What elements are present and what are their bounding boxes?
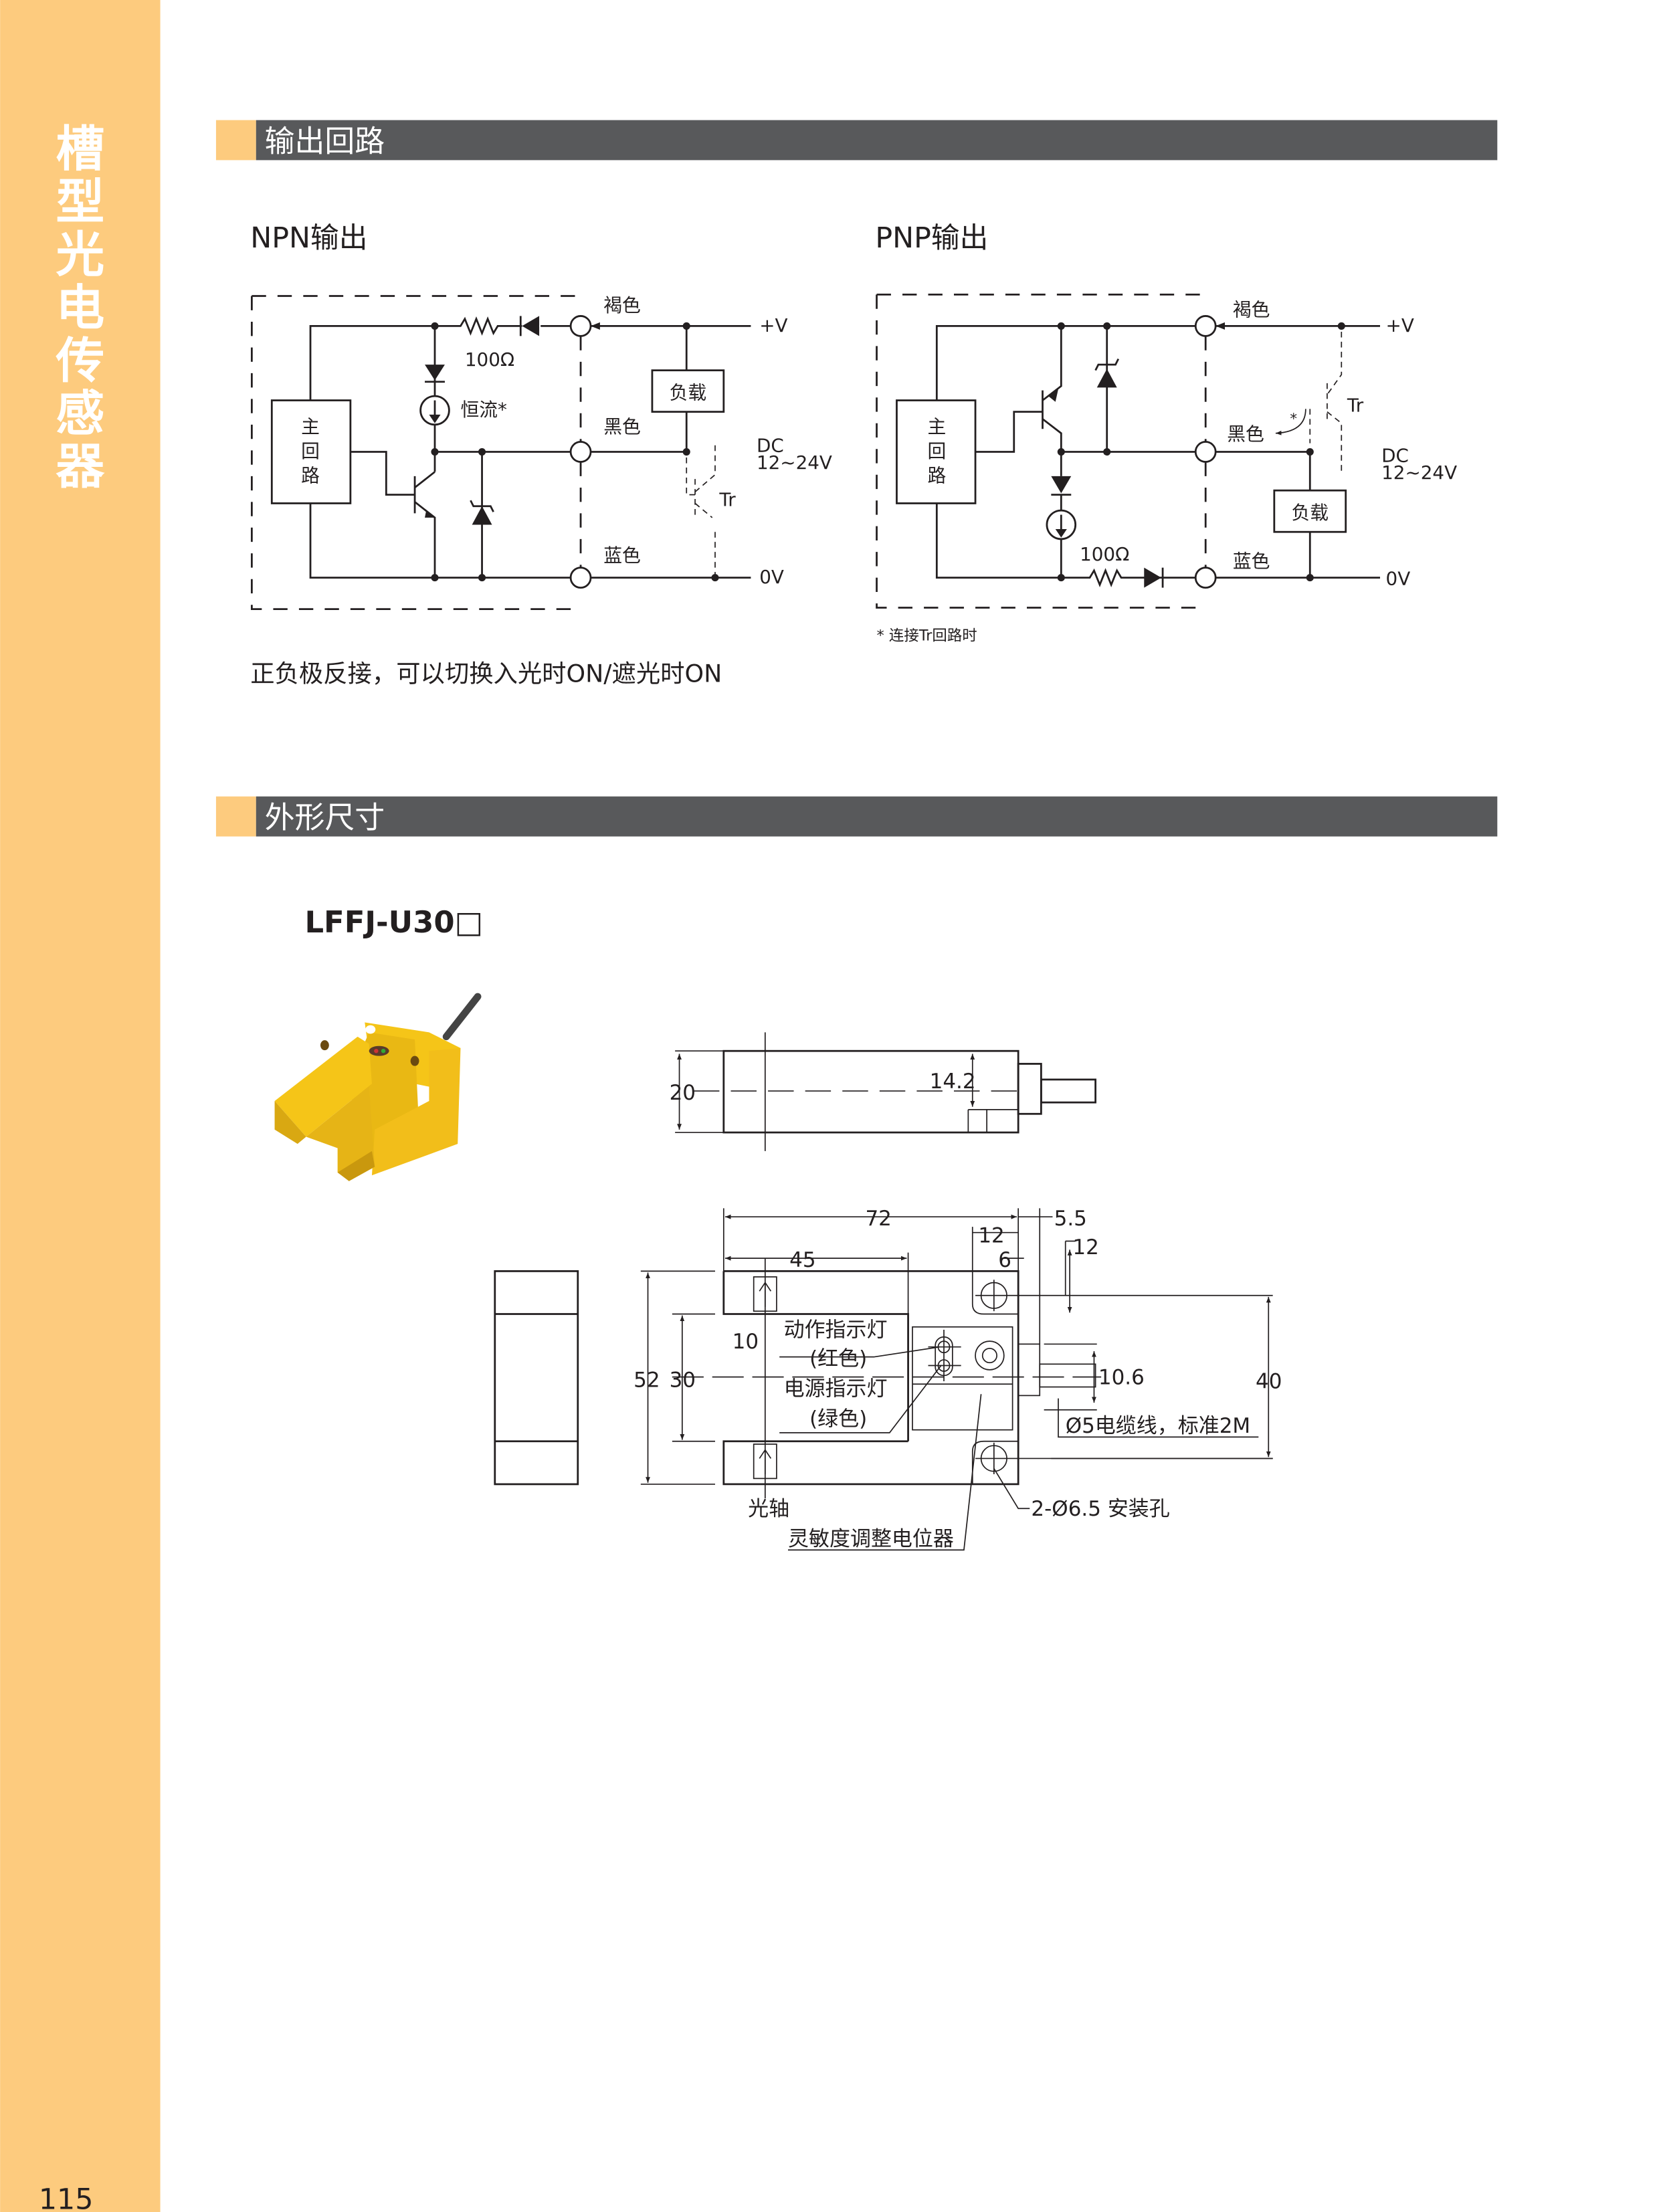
sidebar-title-char: 电 <box>56 280 105 336</box>
dc-label: DC <box>757 435 784 457</box>
zero-v-label: 0V <box>1386 567 1411 589</box>
sidebar-title-char: 传 <box>56 333 105 389</box>
pnp-title: PNP输出 <box>875 221 988 255</box>
tr-label: Tr <box>1347 395 1364 417</box>
tr-label: Tr <box>718 489 736 511</box>
dc-label: DC <box>1381 444 1409 466</box>
main-circuit-char: 回 <box>927 440 946 462</box>
wire-blue-label: 蓝色 <box>603 544 641 567</box>
power-led-color: (绿色) <box>809 1407 867 1431</box>
dim-5-5: 5.5 <box>1054 1207 1087 1231</box>
sidebar-title-char: 型 <box>56 175 105 231</box>
mount-holes-label: 2-Ø6.5 安装孔 <box>1031 1497 1169 1521</box>
main-circuit-char: 路 <box>927 464 946 486</box>
section-title: 输出回路 <box>265 124 385 159</box>
dim-12-top: 12 <box>978 1224 1004 1248</box>
section-header-dimensions: 外形尺寸 <box>215 796 1498 837</box>
main-circuit-char: 主 <box>927 416 946 438</box>
star-label: * <box>1290 411 1297 427</box>
npn-caption: 正负极反接，可以切换入光时ON/遮光时ON <box>250 660 722 688</box>
sidebar-title-char: 光 <box>56 227 105 284</box>
product-photo <box>274 993 482 1181</box>
main-circuit-char: 主 <box>301 416 320 438</box>
cable-label: Ø5电缆线，标准2M <box>1066 1414 1250 1438</box>
potentiometer-icon <box>975 1340 1005 1371</box>
dim-10-6: 10.6 <box>1098 1365 1145 1389</box>
pnp-circuit: PNP输出 主 回 路 100Ω 负载 * 褐色 黑色 蓝色 +V 0V Tr … <box>875 221 1457 645</box>
resistor-label: 100Ω <box>1080 543 1129 565</box>
pnp-footnote: * 连接Tr回路时 <box>877 627 977 645</box>
front-view-drawing: 72 5.5 12 6 12 45 52 30 10 40 10.6 动作指示灯… <box>633 1207 1282 1551</box>
dim-6: 6 <box>998 1248 1011 1272</box>
npn-title: NPN输出 <box>250 221 367 255</box>
dc-range-label: 12~24V <box>1381 462 1457 484</box>
action-led-label: 动作指示灯 <box>784 1318 888 1342</box>
power-led-label: 电源指示灯 <box>784 1377 888 1401</box>
potentiometer-label: 灵敏度调整电位器 <box>788 1527 954 1551</box>
constant-current-label: 恒流* <box>460 399 507 421</box>
resistor-label: 100Ω <box>465 348 514 371</box>
dim-52: 52 <box>633 1369 660 1393</box>
section-header-output: 输出回路 <box>215 120 1498 161</box>
dc-range-label: 12~24V <box>757 451 832 474</box>
sidebar <box>0 0 161 2212</box>
plus-v-label: +V <box>1386 314 1414 336</box>
dim-14-2: 14.2 <box>930 1070 976 1094</box>
wire-brown-label: 褐色 <box>1233 298 1270 320</box>
zener-diode-icon <box>472 506 492 525</box>
diode-icon <box>522 316 540 336</box>
wire-black-label: 黑色 <box>1227 423 1264 445</box>
zero-v-label: 0V <box>759 566 784 588</box>
action-led-color: (红色) <box>809 1346 867 1371</box>
plus-v-label: +V <box>759 314 787 336</box>
wire-black-label: 黑色 <box>603 416 641 438</box>
sidebar-title-char: 槽 <box>56 122 105 178</box>
dim-40: 40 <box>1256 1370 1282 1394</box>
wire-blue-label: 蓝色 <box>1233 550 1270 573</box>
dim-20: 20 <box>670 1081 696 1105</box>
page-number: 115 <box>39 2183 94 2212</box>
model-name: LFFJ-U30□ <box>304 904 483 940</box>
wire-brown-label: 褐色 <box>603 294 641 316</box>
sidebar-title-char: 器 <box>56 439 106 496</box>
load-label: 负载 <box>1291 502 1329 524</box>
main-circuit-char: 路 <box>301 464 320 486</box>
dim-72: 72 <box>865 1207 891 1231</box>
dim-30: 30 <box>670 1369 696 1393</box>
top-view-drawing: 20 14.2 <box>670 1032 1096 1151</box>
dim-45: 45 <box>789 1248 815 1272</box>
dim-10: 10 <box>733 1330 759 1354</box>
sidebar-title: 槽 型 光 电 传 感 器 <box>56 122 106 496</box>
load-label: 负载 <box>670 381 707 403</box>
optical-axis-label: 光轴 <box>748 1497 789 1521</box>
npn-circuit: NPN输出 主 回 路 100Ω 恒流* 负载 褐色 黑色 蓝色 +V 0V D… <box>250 221 832 688</box>
main-circuit-char: 回 <box>301 440 320 462</box>
sidebar-title-char: 感 <box>56 386 105 442</box>
side-view-drawing <box>494 1270 579 1486</box>
zener-diode-icon <box>1096 369 1117 388</box>
dim-12-right: 12 <box>1072 1235 1098 1260</box>
section-title: 外形尺寸 <box>265 800 385 835</box>
